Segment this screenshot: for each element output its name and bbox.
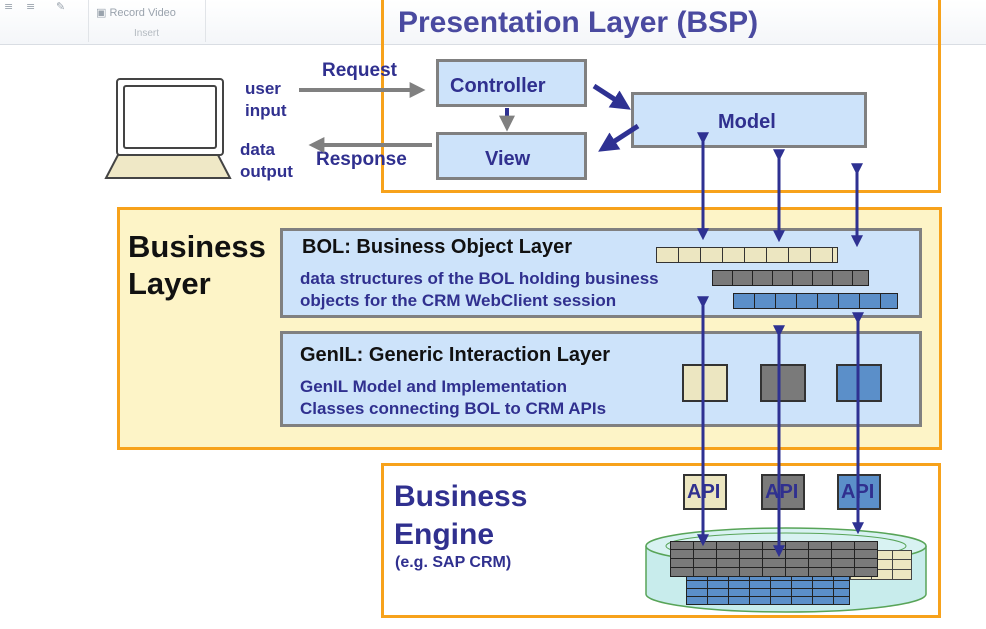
record-video-label: Record Video (109, 7, 176, 19)
ribbon-divider (205, 0, 206, 42)
view-box (436, 132, 587, 180)
bol-structure-bar-gray (712, 270, 869, 286)
laptop-icon (104, 78, 232, 180)
bol-title: BOL: Business Object Layer (302, 236, 573, 258)
genil-box (280, 331, 922, 427)
ribbon-toolbar: ≡ ≡ ✎ ▣ Record Video Insert (0, 0, 986, 45)
controller-box (436, 59, 587, 107)
genil-description: GenIL Model and Implementation Classes c… (300, 377, 607, 418)
view-label: View (485, 148, 531, 170)
eraser-icon[interactable]: ✎ (56, 0, 66, 13)
bol-structure-bar-beige (656, 247, 838, 263)
data-output-label: data output (240, 140, 293, 181)
business-engine-subtitle: (e.g. SAP CRM) (395, 554, 512, 571)
model-view-arrow (598, 123, 640, 152)
model-label: Model (718, 111, 776, 133)
indent-icon[interactable]: ≡ (26, 0, 36, 13)
genil-title: GenIL: Generic Interaction Layer (300, 344, 611, 366)
bol-structure-bar-blue (733, 293, 898, 309)
ribbon-group-label: Insert (134, 28, 160, 39)
business-layer-title: Business Layer (128, 229, 266, 301)
presentation-layer-frame (381, 0, 941, 193)
controller-label: Controller (450, 75, 546, 97)
ribbon-divider (88, 0, 89, 42)
db-table-blue (686, 572, 850, 605)
bol-description: data structures of the BOL holding busin… (300, 269, 659, 310)
request-label: Request (322, 60, 397, 81)
model-box (631, 92, 867, 148)
response-label: Response (316, 149, 407, 170)
controller-model-arrow (592, 83, 631, 110)
align-icon[interactable]: ≡ (4, 0, 14, 13)
camera-icon: ▣ (96, 6, 107, 19)
presentation-layer-title: Presentation Layer (BSP) (398, 6, 759, 39)
record-video-button[interactable]: ▣ Record Video (96, 6, 176, 19)
user-input-label: user input (245, 79, 287, 120)
business-engine-title: Business Engine (394, 480, 528, 551)
business-engine-frame (381, 463, 941, 618)
